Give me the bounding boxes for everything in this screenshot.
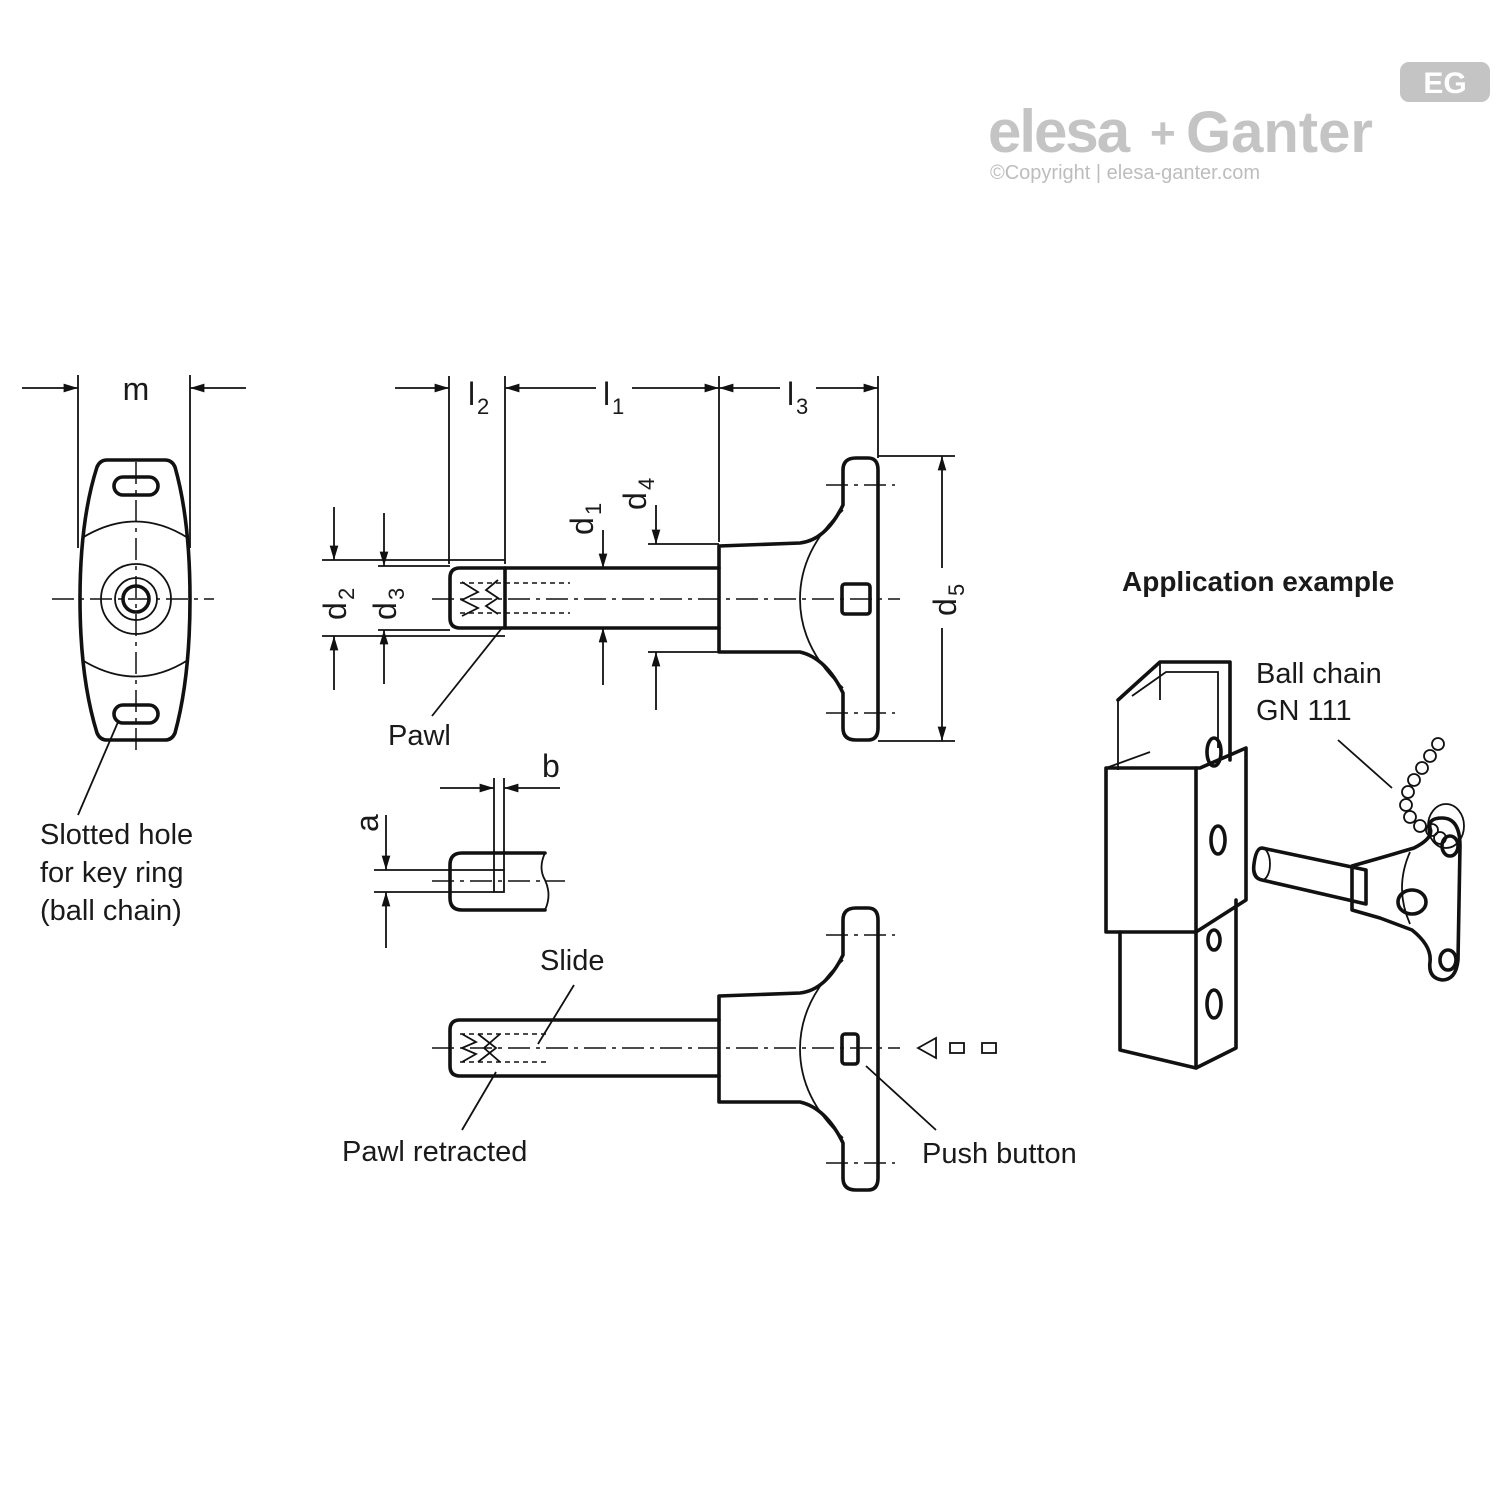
label-slotted-hole-3: (ball chain) bbox=[40, 895, 182, 927]
dim-d1: d bbox=[564, 517, 600, 535]
ball-chain-icon bbox=[1399, 737, 1465, 849]
brand-logo: elesa + Ganter EG ©Copyright | elesa-gan… bbox=[988, 62, 1490, 184]
dim-l1: l bbox=[603, 376, 610, 412]
dim-d3-sub: 3 bbox=[384, 588, 409, 600]
dim-d3: d bbox=[367, 602, 403, 620]
application-example: Application example Ball chain GN 111 bbox=[1104, 566, 1465, 1070]
dim-d2-sub: 2 bbox=[334, 588, 359, 600]
label-push-button: Push button bbox=[922, 1138, 1077, 1170]
dim-m: m bbox=[123, 371, 150, 407]
label-slide: Slide bbox=[540, 945, 605, 977]
label-slotted-hole-2: for key ring bbox=[40, 857, 183, 889]
label-application-example: Application example bbox=[1122, 566, 1394, 597]
dim-l3-sub: 3 bbox=[796, 394, 808, 419]
dim-l2: l bbox=[468, 376, 475, 412]
retracted-view: Slide Pawl retracted Push button bbox=[342, 906, 1077, 1192]
label-pawl: Pawl bbox=[388, 720, 451, 752]
label-pawl-retracted: Pawl retracted bbox=[342, 1136, 527, 1168]
dim-d4: d bbox=[617, 492, 653, 510]
detail-view: b a bbox=[349, 748, 565, 948]
eg-badge-text: EG bbox=[1423, 67, 1466, 100]
dim-a: a bbox=[349, 814, 385, 832]
dim-d4-sub: 4 bbox=[634, 478, 659, 490]
dim-l3: l bbox=[787, 376, 794, 412]
label-ball-chain-2: GN 111 bbox=[1256, 695, 1352, 727]
dim-l2-sub: 2 bbox=[477, 394, 489, 419]
dim-d5: d bbox=[927, 598, 963, 616]
label-slotted-hole-1: Slotted hole bbox=[40, 819, 193, 851]
copyright-text: ©Copyright | elesa-ganter.com bbox=[990, 162, 1260, 184]
label-ball-chain-1: Ball chain bbox=[1256, 658, 1382, 690]
logo-elesa: elesa bbox=[988, 98, 1131, 165]
end-view: m Slotted hole for key ring (ball chain) bbox=[22, 371, 246, 927]
dim-d5-sub: 5 bbox=[944, 584, 969, 596]
dim-b: b bbox=[542, 748, 560, 784]
logo-plus: + bbox=[1150, 109, 1176, 158]
dim-d1-sub: 1 bbox=[581, 503, 606, 515]
dim-l1-sub: 1 bbox=[612, 394, 624, 419]
eg-badge bbox=[1400, 62, 1490, 102]
logo-ganter: Ganter bbox=[1186, 100, 1373, 165]
dim-d2: d bbox=[317, 602, 353, 620]
side-view: l 2 l 1 l 3 d 5 d 4 bbox=[317, 366, 969, 752]
